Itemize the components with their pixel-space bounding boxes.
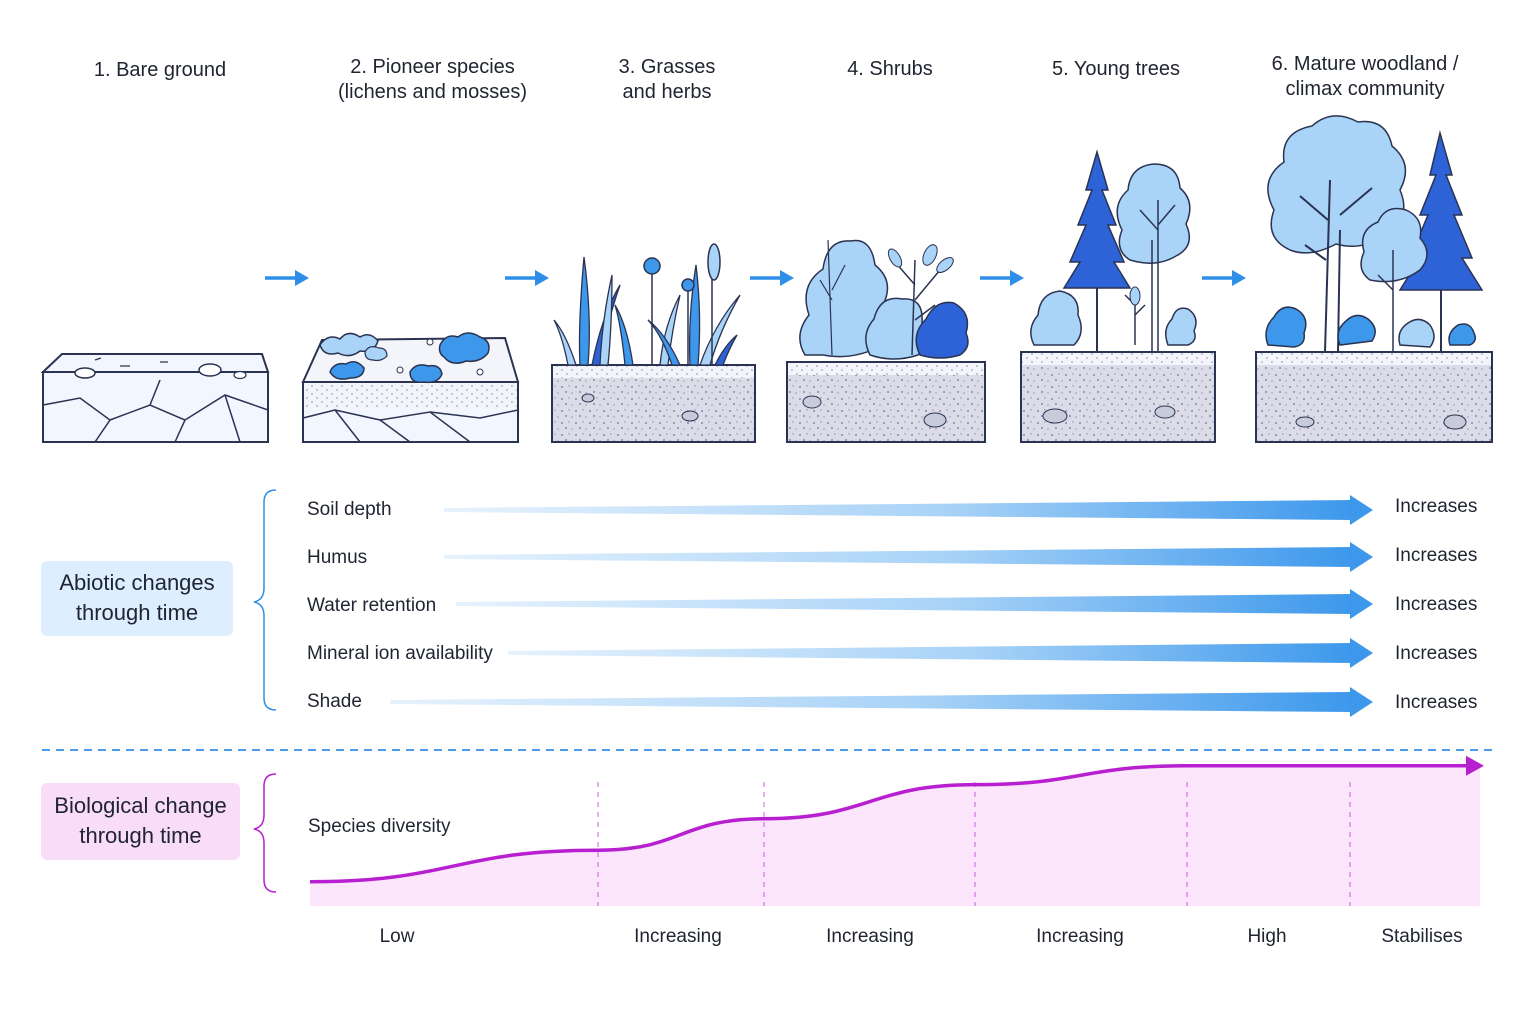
biological-section-title: Biological change through time [41,783,240,860]
abiotic-result-humus: Increases [1395,545,1478,566]
stage-arrow-2 [505,270,549,286]
abiotic-row-humus: Humus [307,547,374,569]
bare-ground-block [40,353,270,443]
species-diversity-chart [309,755,1484,906]
stage-label-pioneer-species: 2. Pioneer species (lichens and mosses) [338,56,527,103]
abiotic-arrow-3 [456,589,1373,619]
mature-woodland-block [1255,115,1493,443]
stage-arrow-1 [265,270,309,286]
diversity-level-high: High [1247,926,1287,947]
abiotic-row-mineral-ion-availability: Mineral ion availability [307,643,499,665]
stage-label-mature-woodland: 6. Mature woodland / climax community [1271,53,1459,100]
stage-arrow-4 [980,270,1024,286]
young-trees-block [1020,149,1216,443]
abiotic-brace [253,489,277,711]
diversity-area [310,765,1480,906]
abiotic-row-shade: Shade [307,691,368,713]
diversity-level-stabilises: Stabilises [1381,926,1463,947]
abiotic-row-soil-depth: Soil depth [307,499,398,521]
species-diversity-label: Species diversity [308,816,451,837]
abiotic-arrows [390,495,1373,717]
abiotic-row-water-retention: Water retention [307,595,443,617]
abiotic-result-mineral-ion-availability: Increases [1395,643,1478,664]
grasses-block [551,243,756,443]
abiotic-arrow-2 [444,542,1373,572]
abiotic-arrow-5 [390,687,1373,717]
diversity-arrowhead [1466,755,1484,776]
abiotic-section-title: Abiotic changes through time [41,561,233,636]
stage-arrow-5 [1202,270,1246,286]
abiotic-arrow-1 [444,495,1373,525]
stage-label-bare-ground: 1. Bare ground [93,59,227,81]
stage-arrow-3 [750,270,794,286]
diversity-level-increasing-1: Increasing [634,926,722,947]
abiotic-result-shade: Increases [1395,692,1478,713]
diversity-curve [309,764,1480,884]
pioneer-block [301,332,520,443]
abiotic-result-water-retention: Increases [1395,594,1478,615]
shrubs-block [786,239,986,443]
diversity-level-increasing-3: Increasing [1036,926,1124,947]
stage-label-grasses-herbs: 3. Grasses and herbs [618,56,716,103]
stage-label-young-trees: 5. Young trees [1052,58,1180,80]
stage-arrows [265,270,1246,286]
stage-label-shrubs: 4. Shrubs [847,58,933,80]
abiotic-result-soil-depth: Increases [1395,496,1478,517]
biological-brace [253,773,277,893]
diversity-level-low: Low [379,926,415,947]
abiotic-arrow-4 [508,638,1373,668]
diversity-level-increasing-2: Increasing [826,926,914,947]
